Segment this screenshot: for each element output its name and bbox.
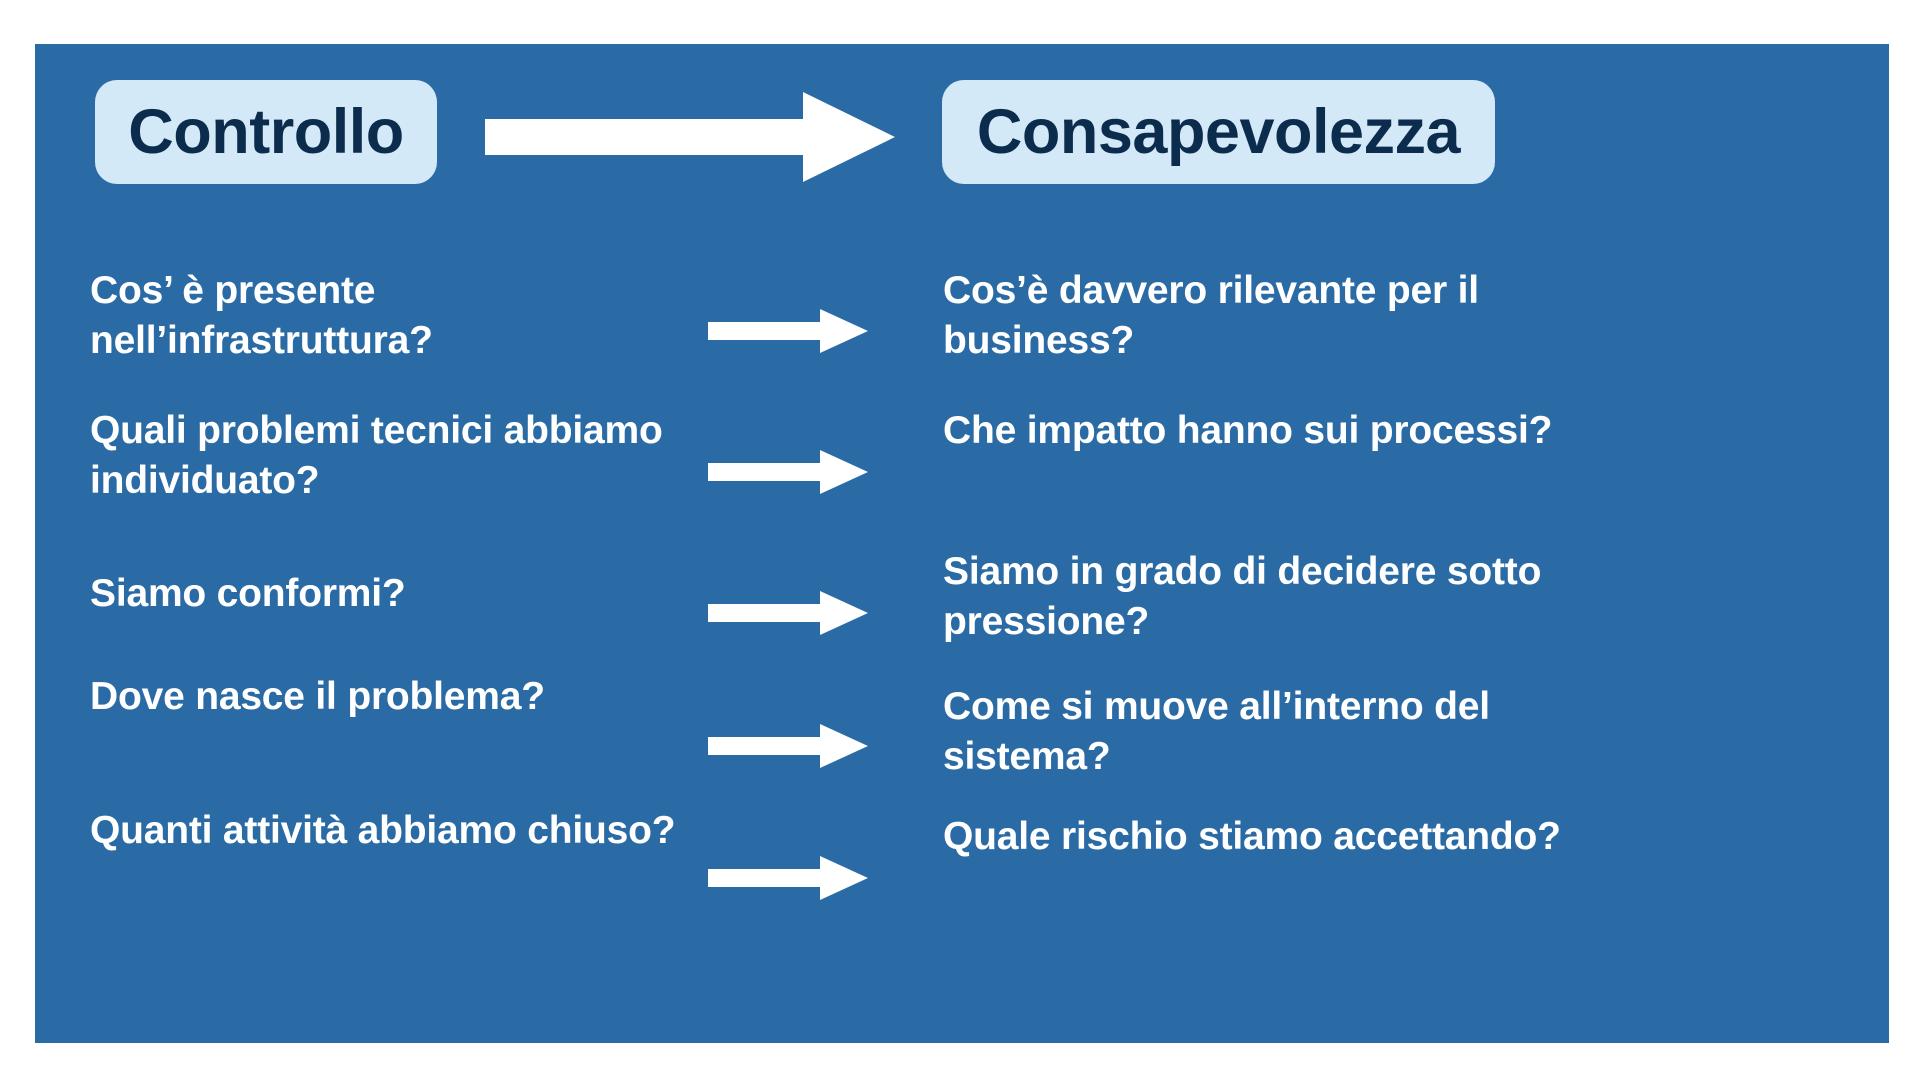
comparison-rows: Cos’ è presente nell’infrastruttura? Cos…: [35, 224, 1889, 1024]
header-pill-controllo: Controllo: [95, 80, 437, 184]
row-right-question: Come si muove all’interno del sistema?: [943, 685, 1490, 778]
row-right-question: Che impatto hanno sui processi?: [943, 409, 1553, 452]
row-right-question: Siamo in grado di decidere sotto pressio…: [943, 550, 1542, 643]
row-right-arrow-icon: [708, 450, 868, 494]
row-right-arrow-icon: [708, 856, 868, 900]
comparison-row: Siamo conformi? Siamo in grado di decide…: [35, 529, 1889, 669]
row-right-question: Cos’è davvero rilevante per il business?: [943, 269, 1479, 362]
row-right-arrow-icon: [708, 591, 868, 635]
comparison-row: Dove nasce il problema? Come si muove al…: [35, 654, 1889, 794]
header-pill-consapevolezza: Consapevolezza: [942, 80, 1495, 184]
row-left-question: Siamo conformi?: [90, 572, 406, 615]
row-right-question: Quale rischio stiamo accettando?: [943, 815, 1561, 858]
header-row: Controllo Consapevolezza: [35, 44, 1889, 224]
row-right-arrow-icon: [708, 724, 868, 768]
content-panel: Controllo Consapevolezza Cos’ è presente…: [35, 44, 1889, 1043]
row-right-arrow-icon: [708, 309, 868, 353]
comparison-row: Quanti attività abbiamo chiuso? Quale ri…: [35, 784, 1889, 924]
row-left-question: Cos’ è presente nell’infrastruttura?: [90, 269, 433, 362]
comparison-row: Quali problemi tecnici abbiamo individua…: [35, 384, 1889, 524]
row-left-question: Quali problemi tecnici abbiamo individua…: [90, 409, 663, 502]
row-left-question: Quanti attività abbiamo chiuso?: [90, 809, 676, 852]
row-left-question: Dove nasce il problema?: [90, 675, 545, 718]
comparison-row: Cos’ è presente nell’infrastruttura? Cos…: [35, 244, 1889, 384]
header-right-arrow-icon: [485, 92, 895, 182]
